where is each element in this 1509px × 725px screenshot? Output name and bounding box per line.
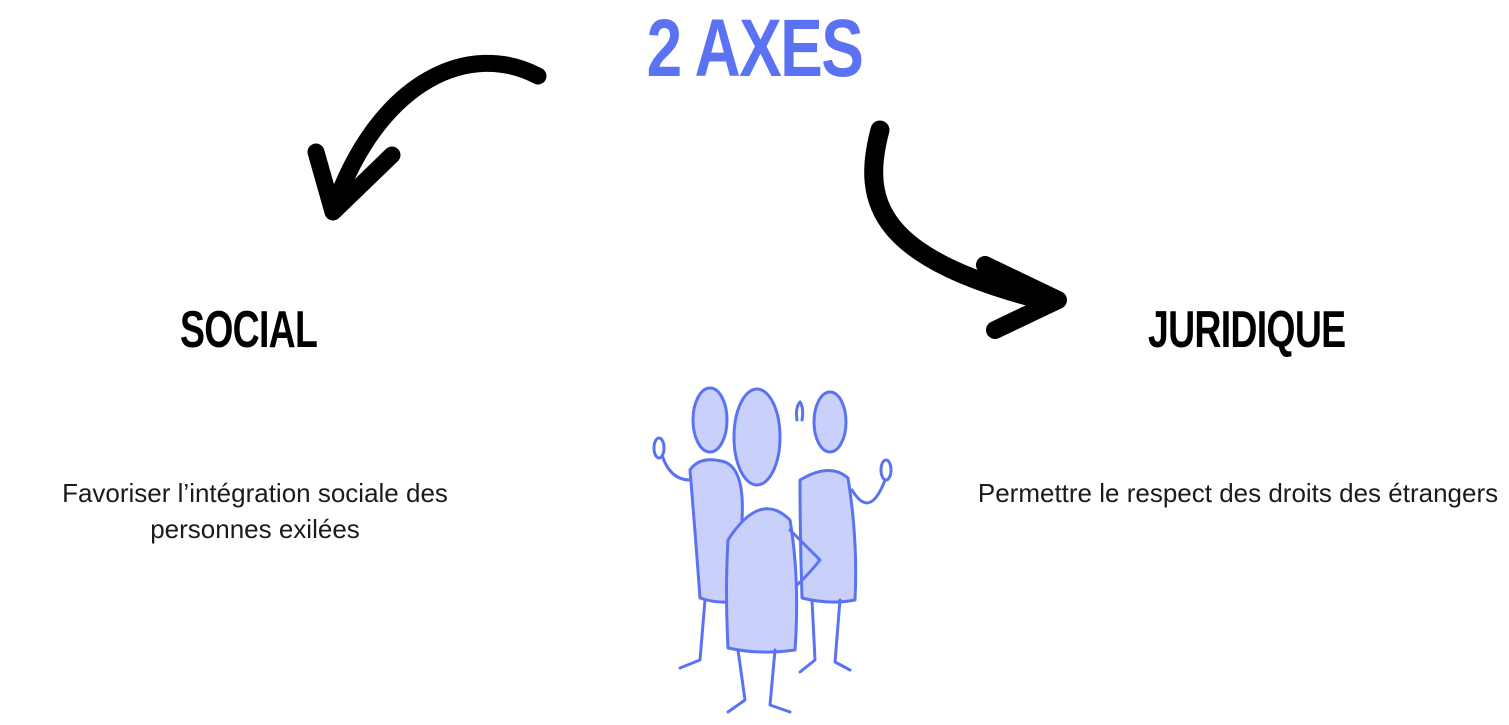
axis-juridique-title: JURIDIQUE [1148,301,1346,359]
group-of-people-icon [652,386,893,714]
curved-arrow-right-icon [864,120,1067,339]
curved-arrow-left-icon [307,54,547,221]
axis-juridique-description: Permettre le respect des droits des étra… [977,478,1499,508]
axis-social-description: Favoriser l’intégration sociale des pers… [62,478,448,544]
axis-social-title: SOCIAL [180,301,318,359]
page-title: 2 AXES [646,3,864,94]
